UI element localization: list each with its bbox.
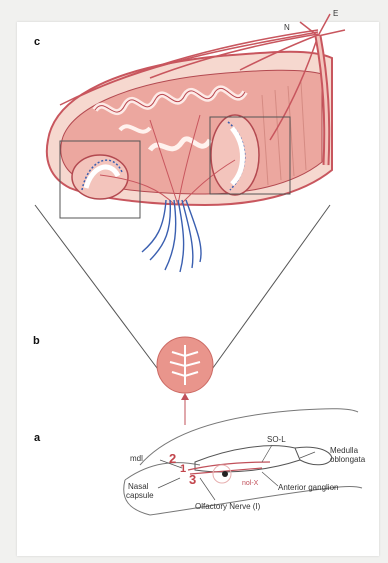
label-oblongata: oblongata xyxy=(330,456,365,464)
nerve-label-n: N xyxy=(284,24,290,32)
panel-c-illustration xyxy=(47,14,345,272)
number-1: 1 xyxy=(180,463,186,475)
label-olfactory-nerve: Olfactory Nerve (I) xyxy=(195,503,260,511)
panel-label-c: c xyxy=(34,36,40,48)
ganglion-dot xyxy=(222,471,228,477)
label-capsule: capsule xyxy=(126,492,154,500)
panel-a-head xyxy=(124,409,362,515)
label-sol: SO-L xyxy=(267,436,286,444)
nerve-label-e: E xyxy=(333,10,338,18)
olfactory-bulb-right xyxy=(211,115,259,195)
label-red-small: nol-X xyxy=(242,480,258,487)
olfactory-bulb-left xyxy=(72,155,128,199)
label-mdl: mdl xyxy=(130,455,143,463)
label-anterior-ganglion: Anterior ganglion xyxy=(278,484,338,492)
number-3: 3 xyxy=(189,472,196,487)
panel-label-a: a xyxy=(34,432,40,444)
number-2: 2 xyxy=(169,451,176,466)
panel-b-circle xyxy=(157,337,213,393)
panel-label-b: b xyxy=(33,335,40,347)
